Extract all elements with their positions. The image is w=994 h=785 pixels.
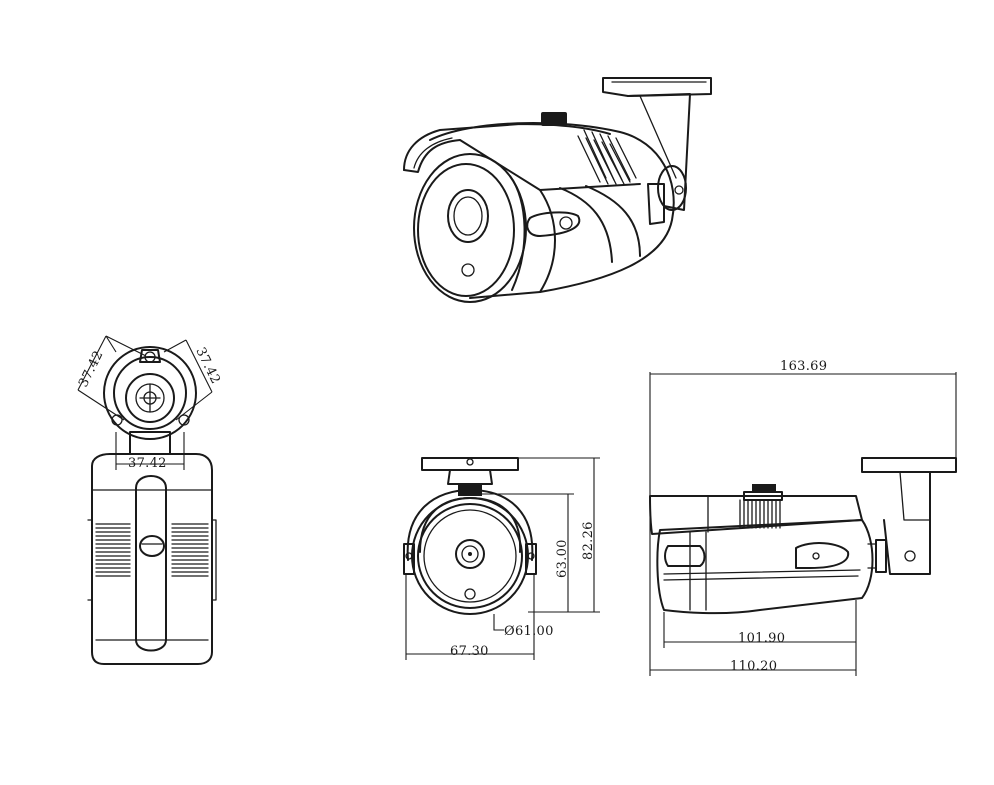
dim-side-total-length: 163.69 [780,359,827,374]
side-view: 163.69 101.90 110.20 [649,359,957,676]
dim-top-right: 37.42 [192,345,222,386]
top-view-vents [95,523,209,577]
isometric-vents [577,129,637,185]
dim-front-lens-diameter: Ø61.00 [504,624,554,639]
dim-front-width: 67.30 [450,644,489,659]
side-view-vents [739,499,781,529]
top-view: 37.42 37.42 37.42 [76,335,223,665]
dim-top-width: 37.42 [128,456,167,471]
dim-top-left: 37.42 [76,348,106,389]
dim-side-body-length: 101.90 [738,631,785,646]
dim-front-height-body: 63.00 [555,539,570,578]
front-view: 67.30 Ø61.00 63.00 82.26 [403,457,600,660]
dim-front-height-total: 82.26 [581,521,596,560]
isometric-view [403,77,712,303]
dim-side-housing-length: 110.20 [730,659,777,674]
